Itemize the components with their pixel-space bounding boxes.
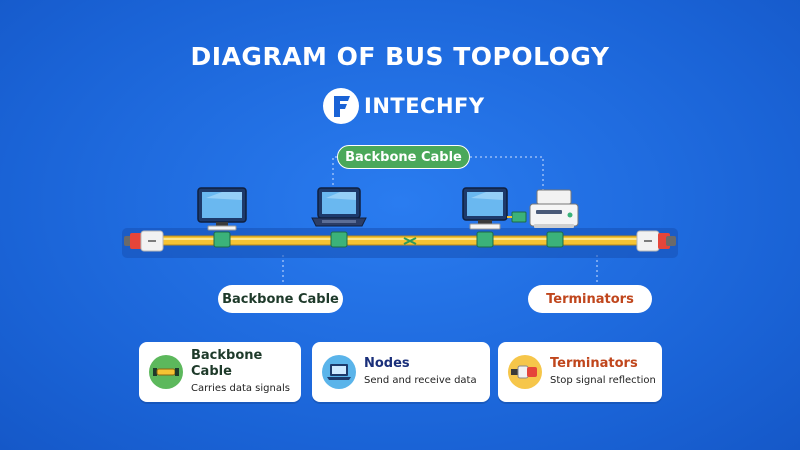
backbone-cable [159, 235, 641, 246]
legend-title: Backbone Cable [191, 348, 263, 379]
node-monitor [197, 187, 247, 248]
terminator-left [124, 230, 164, 252]
legend-desc: Carries data signals [191, 383, 290, 394]
brand-logo-icon [323, 88, 359, 124]
brand-logo: INTECHFY [322, 86, 485, 126]
legend-card-backbone: Backbone Cable Carries data signals [139, 342, 301, 402]
leader-top-left [332, 156, 337, 200]
backbone-cable-label-bottom: Backbone Cable [218, 285, 343, 313]
leader-lines [282, 156, 598, 285]
cable-icon [149, 355, 183, 389]
leader-top-right [470, 156, 544, 190]
cable-break-marker [403, 237, 417, 245]
laptop-icon [322, 355, 356, 389]
terminator-right [636, 230, 676, 252]
legend-title: Terminators [550, 356, 638, 371]
node-laptop [311, 187, 367, 248]
brand-name: INTECHFY [364, 94, 485, 118]
legend-card-nodes: Nodes Send and receive data [312, 342, 490, 402]
page-title: DIAGRAM OF BUS TOPOLOGY [190, 42, 610, 71]
terminator-icon [508, 355, 542, 389]
backbone-cable-label-top: Backbone Cable [337, 145, 470, 169]
legend-title: Nodes [364, 356, 410, 371]
terminators-label: Terminators [528, 285, 652, 313]
node-desktop [462, 187, 527, 248]
legend-desc: Send and receive data [364, 375, 477, 386]
legend-desc: Stop signal reflection [550, 375, 656, 386]
node-printer [529, 189, 579, 248]
legend-card-terminators: Terminators Stop signal reflection [498, 342, 662, 402]
